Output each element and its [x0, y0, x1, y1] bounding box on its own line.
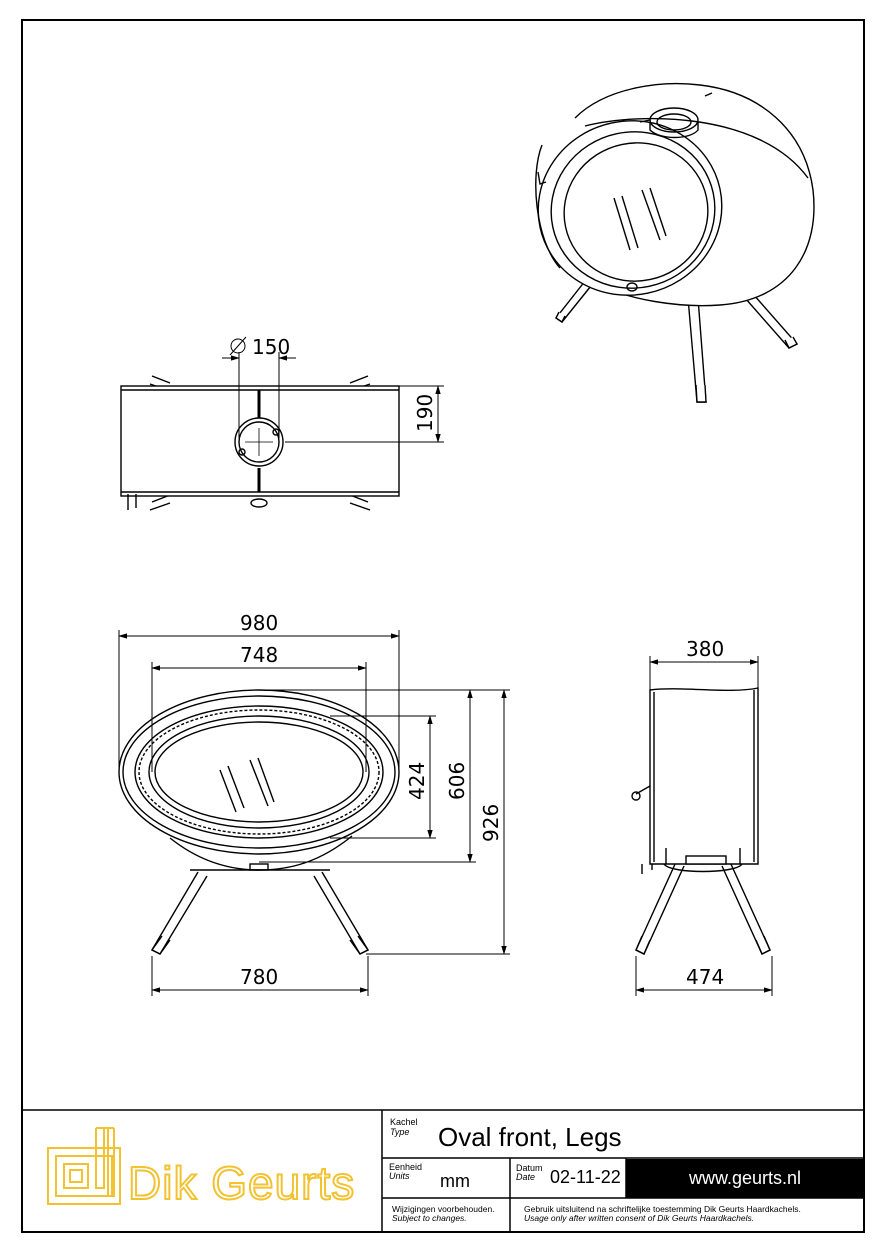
date-label-en: Date: [516, 1172, 536, 1182]
type-label-en: Type: [390, 1127, 410, 1137]
leg-span-front-label: 780: [240, 965, 278, 989]
units-label-en: Units: [389, 1171, 410, 1181]
units-value: mm: [440, 1171, 470, 1191]
overall-width-label: 980: [240, 611, 278, 635]
website-link[interactable]: www.geurts.nl: [688, 1168, 802, 1188]
top-view-dimensions: [222, 336, 444, 443]
website-bar: [626, 1159, 864, 1198]
body-height-label: 606: [445, 762, 469, 800]
front-view: [118, 689, 400, 955]
logo-text: Dik Geurts: [127, 1157, 356, 1209]
dik-geurts-logo-icon: [47, 1127, 121, 1205]
units-label-nl: Eenheid: [389, 1162, 423, 1172]
date-value: 02-11-22: [550, 1167, 621, 1187]
window-width-label: 748: [240, 643, 278, 667]
flue-diameter-label: 150: [252, 335, 290, 359]
type-label-nl: Kachel: [390, 1117, 418, 1127]
consent-notice-nl: Gebruik uitsluitend na schriftelijke toe…: [524, 1204, 801, 1214]
changes-notice-en: Subject to changes.: [392, 1213, 467, 1223]
top-view: [120, 375, 400, 511]
front-view-dimensions: [118, 630, 510, 996]
leg-span-side-label: 474: [686, 965, 724, 989]
flue-offset-label: 190: [413, 394, 437, 432]
overall-height-label: 926: [479, 804, 503, 842]
side-view-dimensions: [635, 656, 773, 996]
window-height-label: 424: [405, 762, 429, 800]
sheet-border: [21, 19, 865, 1233]
type-value: Oval front, Legs: [438, 1122, 622, 1152]
date-label-nl: Datum: [516, 1163, 543, 1173]
changes-notice-nl: Wijzigingen voorbehouden.: [392, 1204, 495, 1214]
consent-notice-en: Usage only after written consent of Dik …: [524, 1213, 755, 1223]
depth-label: 380: [686, 637, 724, 661]
isometric-view: [535, 82, 815, 403]
side-view: [631, 687, 771, 955]
